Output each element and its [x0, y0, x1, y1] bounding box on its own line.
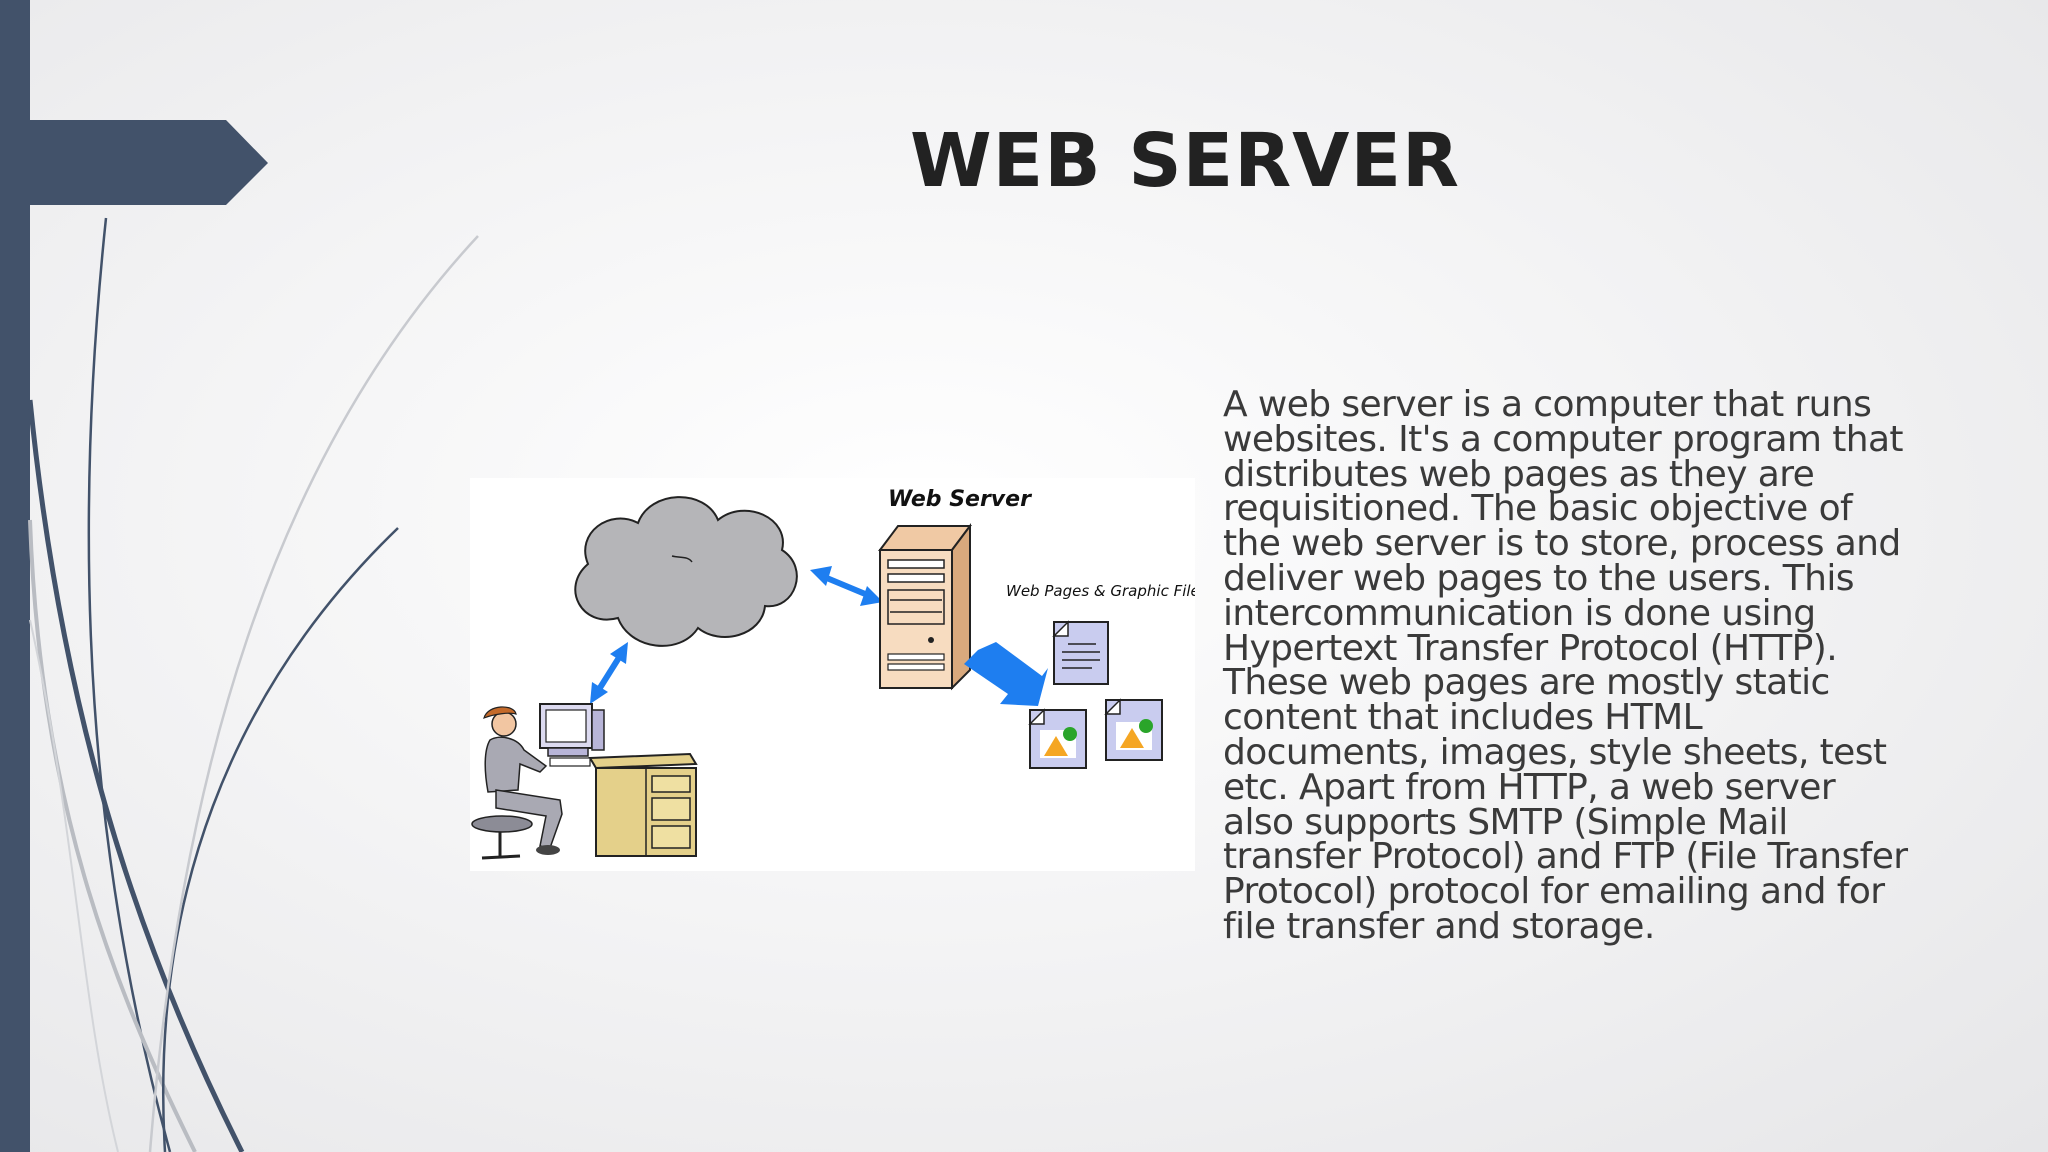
decorative-curves	[27, 217, 479, 1152]
server-label: Web Server	[888, 487, 1032, 512]
web-server-tower-icon	[878, 523, 972, 691]
graphic-file-icon	[1028, 708, 1087, 769]
web-server-diagram: Web Server Web Pages & Graphic Files	[470, 478, 1195, 871]
bidirectional-arrow-icon	[810, 566, 883, 606]
upload-arrow-icon	[964, 642, 1048, 706]
slide-body-text: A web server is a computer that runs web…	[1223, 384, 1908, 947]
web-page-document-icon	[1052, 620, 1109, 685]
bidirectional-arrow-icon	[590, 642, 628, 704]
user-at-computer-icon	[471, 703, 698, 860]
slide-title: WEB SERVER	[910, 118, 1460, 204]
files-label: Web Pages & Graphic Files	[1006, 582, 1195, 600]
graphic-file-icon	[1104, 698, 1163, 761]
internet-cloud-icon	[574, 496, 798, 647]
title-banner-arrow	[0, 120, 268, 205]
